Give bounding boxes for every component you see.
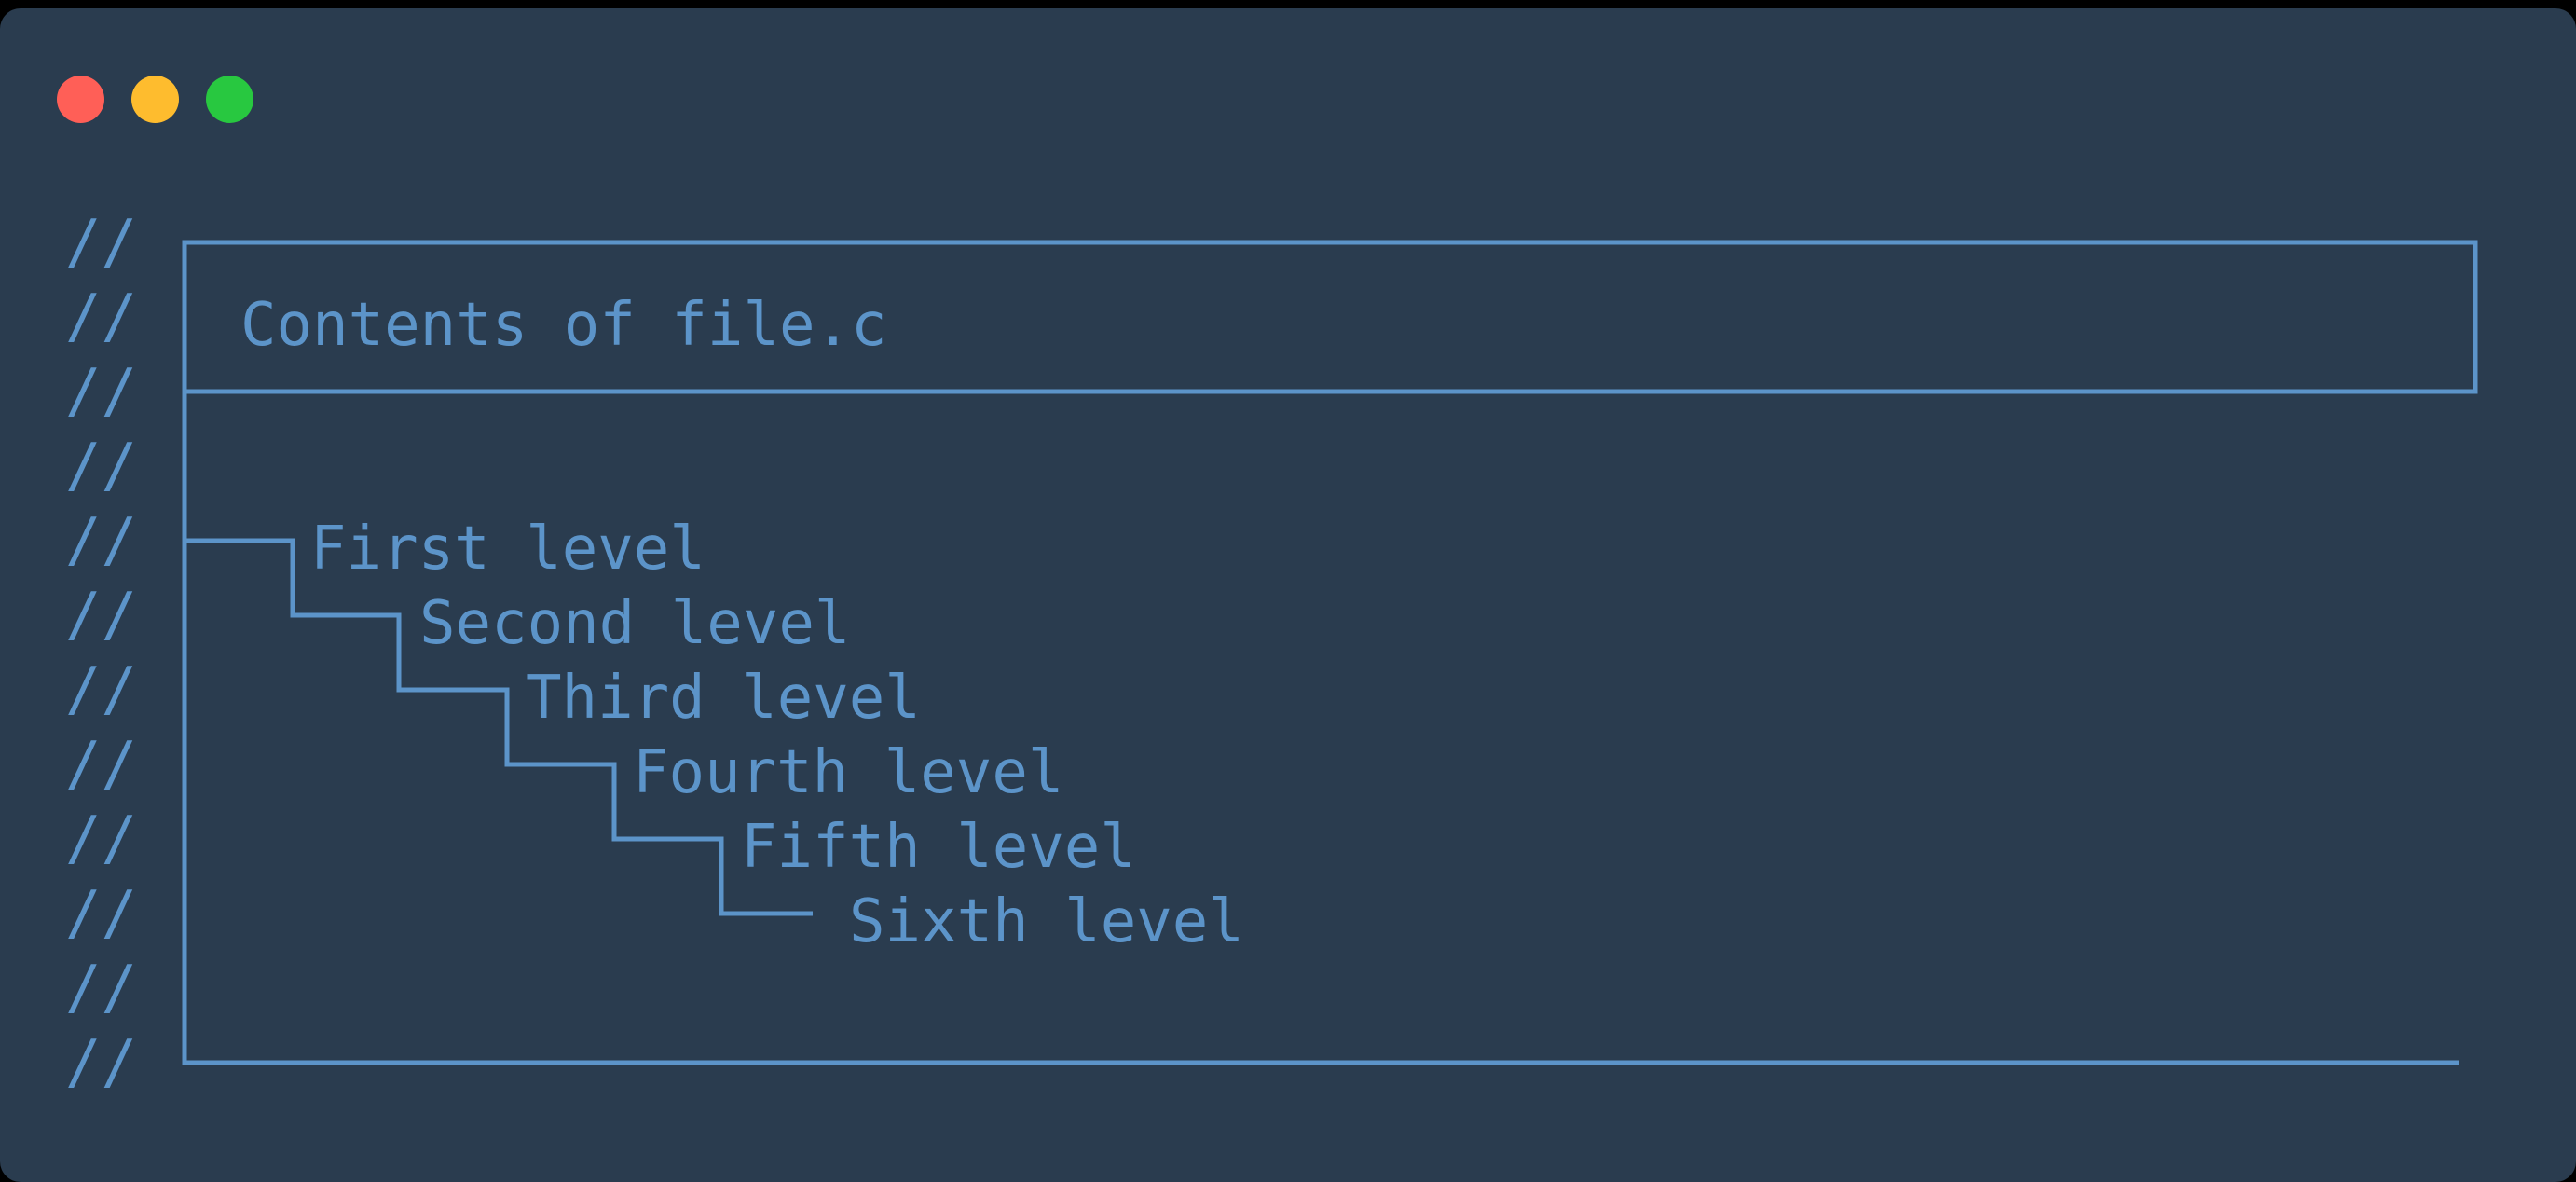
comment-prefix: // bbox=[65, 432, 138, 501]
comment-prefix: // bbox=[65, 804, 138, 873]
comment-prefix: // bbox=[65, 954, 138, 1023]
comment-prefix: // bbox=[65, 1028, 138, 1097]
tree-level-6: Sixth level bbox=[849, 887, 1244, 956]
comment-prefix: // bbox=[65, 282, 138, 351]
editor-window: // // // // // // // // // // // // Cont… bbox=[0, 8, 2576, 1182]
tree-level-4: Fourth level bbox=[633, 738, 1064, 807]
tree-level-5: Fifth level bbox=[741, 813, 1136, 882]
tree-level-3: Third level bbox=[526, 664, 921, 733]
comment-prefix: // bbox=[65, 357, 138, 426]
comment-prefix: // bbox=[65, 879, 138, 948]
code-area: // // // // // // // // // // // // Cont… bbox=[0, 8, 2576, 1182]
comment-prefix: // bbox=[65, 655, 138, 724]
header-title: Contents of file.c bbox=[240, 291, 887, 360]
tree-level-1: First level bbox=[310, 515, 706, 584]
comment-prefix: // bbox=[65, 581, 138, 650]
comment-prefix: // bbox=[65, 208, 138, 277]
zoom-button[interactable] bbox=[206, 76, 253, 123]
tree-level-2: Second level bbox=[419, 589, 851, 658]
comment-prefix: // bbox=[65, 506, 138, 575]
minimize-button[interactable] bbox=[131, 76, 179, 123]
close-button[interactable] bbox=[57, 76, 104, 123]
comment-prefix: // bbox=[65, 730, 138, 799]
